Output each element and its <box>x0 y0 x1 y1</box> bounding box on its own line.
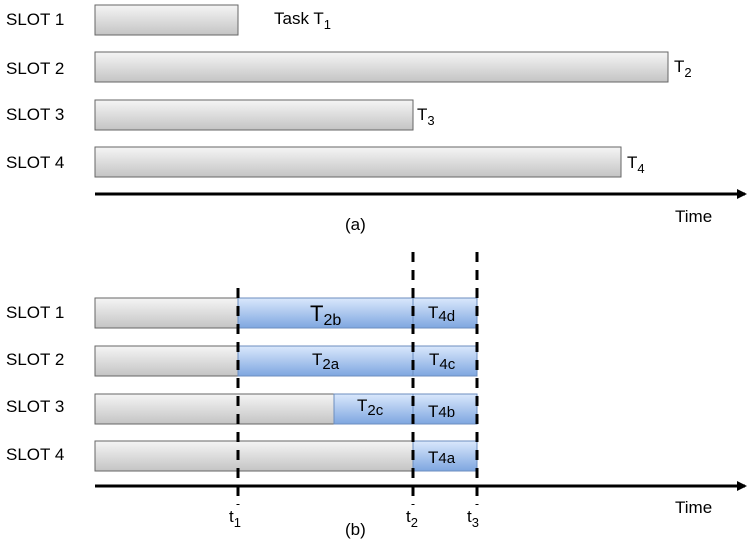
task-segment-t4b <box>412 393 478 425</box>
panel-caption: (a) <box>345 215 366 234</box>
slot-label: SLOT 1 <box>6 303 64 322</box>
marker-label-t3: t3 <box>467 507 479 530</box>
slot-label: SLOT 3 <box>6 105 64 124</box>
slot-label: SLOT 2 <box>6 350 64 369</box>
task-label-t2: T2 <box>674 57 692 80</box>
slot-label: SLOT 1 <box>6 10 64 29</box>
task-bar-t3 <box>94 99 414 131</box>
panel-b: SLOT 1 SLOT 2 SLOT 3 SLOT 4 T2b T4d T2a … <box>6 252 747 539</box>
busy-bar <box>94 297 239 329</box>
time-axis-label: Time <box>675 498 712 517</box>
task-segment-t4d <box>412 297 478 329</box>
segment-label-t4d: T4d <box>428 303 455 325</box>
slot-label: SLOT 2 <box>6 59 64 78</box>
segment-label-t4b: T4b <box>428 402 455 421</box>
task-bar-t4 <box>94 146 622 178</box>
marker-label-t2: t2 <box>406 507 418 530</box>
busy-bar <box>94 345 239 377</box>
slot-label: SLOT 4 <box>6 153 64 172</box>
segment-label-t2a: T2a <box>312 350 340 373</box>
task-bar-t1 <box>94 4 239 36</box>
slot-label: SLOT 4 <box>6 445 64 464</box>
task-segment-t2a <box>237 345 414 377</box>
task-label-t4: T4 <box>627 153 645 176</box>
segment-label-t2c: T2c <box>357 396 384 419</box>
time-axis-label: Time <box>675 207 712 226</box>
segment-label-t2b: T2b <box>310 301 341 329</box>
panel-a: SLOT 1 SLOT 2 SLOT 3 SLOT 4 Task T1 T2 T… <box>6 4 747 234</box>
task-label-t3: T3 <box>417 105 435 128</box>
segment-label-t4a: T4a <box>428 448 456 467</box>
marker-label-t1: t1 <box>229 507 241 530</box>
segment-label-t4c: T4c <box>429 350 456 373</box>
task-label-t1: Task T1 <box>274 9 331 32</box>
busy-bar <box>94 393 335 425</box>
slot-label: SLOT 3 <box>6 397 64 416</box>
busy-bar <box>94 440 414 472</box>
task-bar-t2 <box>94 51 669 83</box>
panel-caption: (b) <box>345 520 366 539</box>
